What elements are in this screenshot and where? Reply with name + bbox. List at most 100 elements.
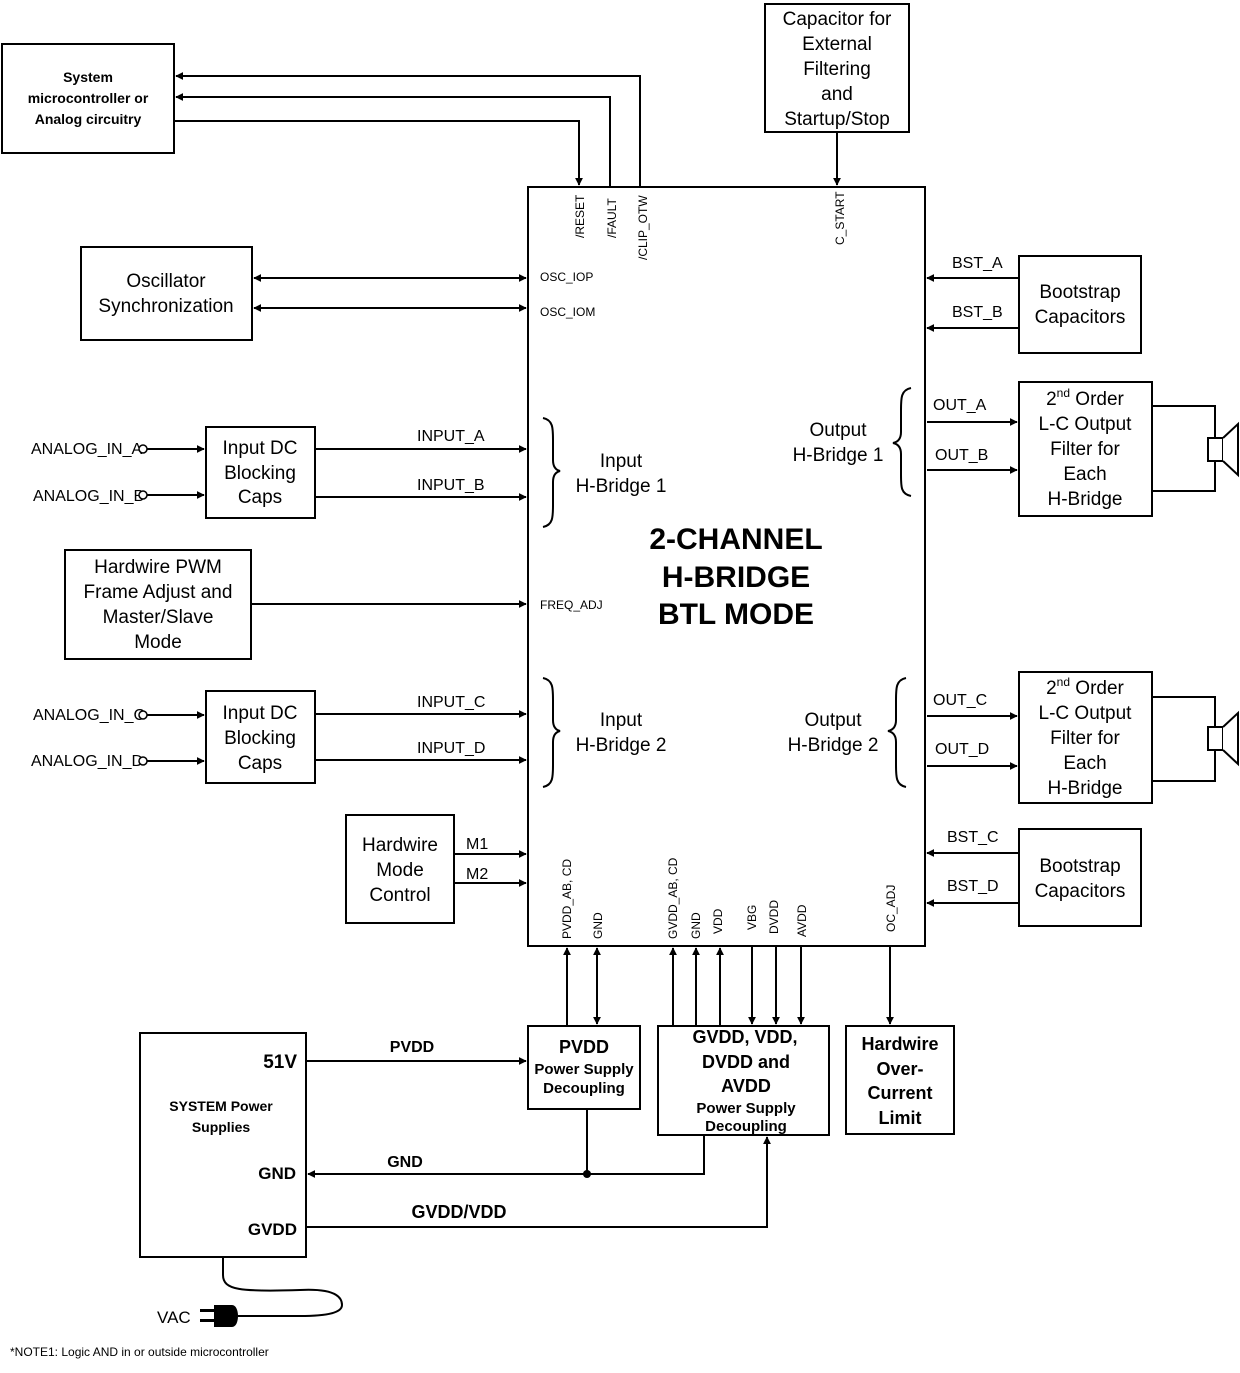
mode-ctrl-line2: Mode <box>376 860 424 881</box>
plug-icon <box>200 1305 238 1327</box>
label-bst-d: BST_D <box>947 878 999 895</box>
bootstrap-top-line1: Bootstrap <box>1039 282 1120 303</box>
wire-gvdd-vdd <box>306 1136 771 1228</box>
pwm-line4: Mode <box>134 632 182 653</box>
oc-limit-line4: Limit <box>879 1108 922 1128</box>
bootstrap-bottom-box <box>1018 828 1142 927</box>
label-gnd: GND <box>387 1154 423 1171</box>
label-analog-in-c: ANALOG_IN_C <box>33 707 145 724</box>
junction-gnd <box>583 1170 591 1178</box>
gvdd-dec-line2: Decoupling <box>705 1118 787 1135</box>
lc-filter-bottom-box <box>1018 671 1153 804</box>
cap-filter-line2: External <box>802 34 872 55</box>
pin-vdd: VDD <box>711 908 725 934</box>
pin-osc-iom: OSC_IOM <box>540 305 595 319</box>
chip-title-line3: BTL MODE <box>658 598 814 631</box>
mode-ctrl-line1: Hardwire <box>362 835 438 856</box>
oc-limit-box <box>845 1025 955 1135</box>
sys-power-box <box>139 1032 307 1258</box>
chip-title-line1: 2-CHANNEL <box>649 523 822 556</box>
pin-dvdd: DVDD <box>767 900 781 934</box>
pin-vbg: VBG <box>745 905 759 930</box>
dc-block-top-line3: Caps <box>238 487 282 508</box>
wire-speaker-bottom <box>1152 696 1216 782</box>
pwm-line3: Master/Slave <box>103 607 214 628</box>
gvdd-dec-box <box>657 1025 830 1136</box>
brace-output-hb2 <box>887 677 907 788</box>
dc-block-bottom-line3: Caps <box>238 753 282 774</box>
input-hb2-label-1: Input <box>600 710 643 731</box>
output-hb2-label-2: H-Bridge 2 <box>788 735 879 756</box>
micro-box <box>1 43 175 154</box>
pin-reset: /RESET <box>573 194 587 238</box>
label-out-d: OUT_D <box>935 741 989 758</box>
pvdd-dec-line1: Power Supply <box>534 1061 634 1078</box>
lc-filter-top-line5: H-Bridge <box>1048 489 1123 510</box>
lc-filter-top-line1: 2nd Order <box>1046 386 1124 410</box>
gvdd-dec-title-2: DVDD and <box>702 1052 790 1072</box>
pvdd-dec-box <box>527 1025 641 1110</box>
brace-output-hb1 <box>892 387 912 497</box>
sys-power-title-2: Supplies <box>192 1119 251 1135</box>
dc-block-top-line2: Blocking <box>224 463 296 484</box>
input-hb1-label-2: H-Bridge 1 <box>576 476 667 497</box>
lc-filter-top-line4: Each <box>1063 464 1106 485</box>
input-hb1-label-1: Input <box>600 451 643 472</box>
terminal-analog-in-b <box>138 490 148 500</box>
terminal-analog-in-a <box>138 444 148 454</box>
osc-sync-box <box>80 246 253 341</box>
label-input-d: INPUT_D <box>417 740 485 757</box>
label-bst-b: BST_B <box>952 304 1003 321</box>
pin-oc-adj: OC_ADJ <box>884 885 898 932</box>
pin-gvdd-ab-cd: GVDD_AB, CD <box>666 857 680 939</box>
label-input-b: INPUT_B <box>417 477 485 494</box>
label-pvdd: PVDD <box>390 1039 434 1056</box>
oc-limit-line2: Over- <box>876 1059 923 1079</box>
label-bst-a: BST_A <box>952 255 1003 272</box>
mode-ctrl-line3: Control <box>369 885 430 906</box>
pin-gnd-2: GND <box>689 912 703 939</box>
pin-freq-adj: FREQ_ADJ <box>540 598 603 612</box>
oc-limit-line1: Hardwire <box>861 1034 938 1054</box>
label-analog-in-d: ANALOG_IN_D <box>31 753 143 770</box>
cap-filter-line1: Capacitor for <box>783 9 892 30</box>
pvdd-dec-title: PVDD <box>559 1037 609 1057</box>
osc-sync-line1: Oscillator <box>126 271 206 292</box>
dc-block-top-line1: Input DC <box>223 438 298 459</box>
brace-input-hb1 <box>542 417 561 528</box>
speaker-icon-bottom <box>1207 710 1239 767</box>
wire-clip-otw <box>175 72 641 187</box>
label-input-c: INPUT_C <box>417 694 485 711</box>
label-bst-c: BST_C <box>947 829 999 846</box>
label-out-a: OUT_A <box>933 397 987 414</box>
osc-sync-line2: Synchronization <box>98 296 233 317</box>
dc-block-bottom-line1: Input DC <box>223 703 298 724</box>
oc-limit-line3: Current <box>867 1083 932 1103</box>
pwm-line1: Hardwire PWM <box>94 557 222 578</box>
output-hb1-label-1: Output <box>809 420 867 441</box>
label-out-c: OUT_C <box>933 692 987 709</box>
chip-title-line2: H-BRIDGE <box>662 561 810 594</box>
lc-filter-bottom-line5: H-Bridge <box>1048 778 1123 799</box>
wire-speaker-top <box>1152 405 1216 492</box>
terminal-analog-in-d <box>138 756 148 766</box>
speaker-icon <box>1207 421 1239 478</box>
label-m1: M1 <box>466 836 488 853</box>
label-gvdd-vdd: GVDD/VDD <box>411 1202 506 1222</box>
lc-filter-top-line2: L-C Output <box>1039 414 1133 435</box>
label-vac: VAC <box>157 1308 191 1327</box>
lc-filter-bottom-line3: Filter for <box>1050 728 1120 749</box>
wire-reset <box>174 120 583 186</box>
lc-filter-bottom-line1: 2nd Order <box>1046 675 1124 699</box>
pin-gnd-1: GND <box>591 912 605 939</box>
sys-power-title-1: SYSTEM Power <box>169 1098 273 1114</box>
output-hb2-label-1: Output <box>804 710 862 731</box>
bootstrap-top-line2: Capacitors <box>1035 307 1126 328</box>
cap-filter-line4: and <box>821 84 853 105</box>
bootstrap-top-box <box>1018 255 1142 354</box>
sys-power-gnd: GND <box>258 1164 296 1183</box>
micro-line3: Analog circuitry <box>35 111 142 127</box>
cap-filter-box <box>764 3 910 133</box>
mode-ctrl-box <box>345 814 455 924</box>
pin-clip-otw: /CLIP_OTW <box>636 195 650 260</box>
